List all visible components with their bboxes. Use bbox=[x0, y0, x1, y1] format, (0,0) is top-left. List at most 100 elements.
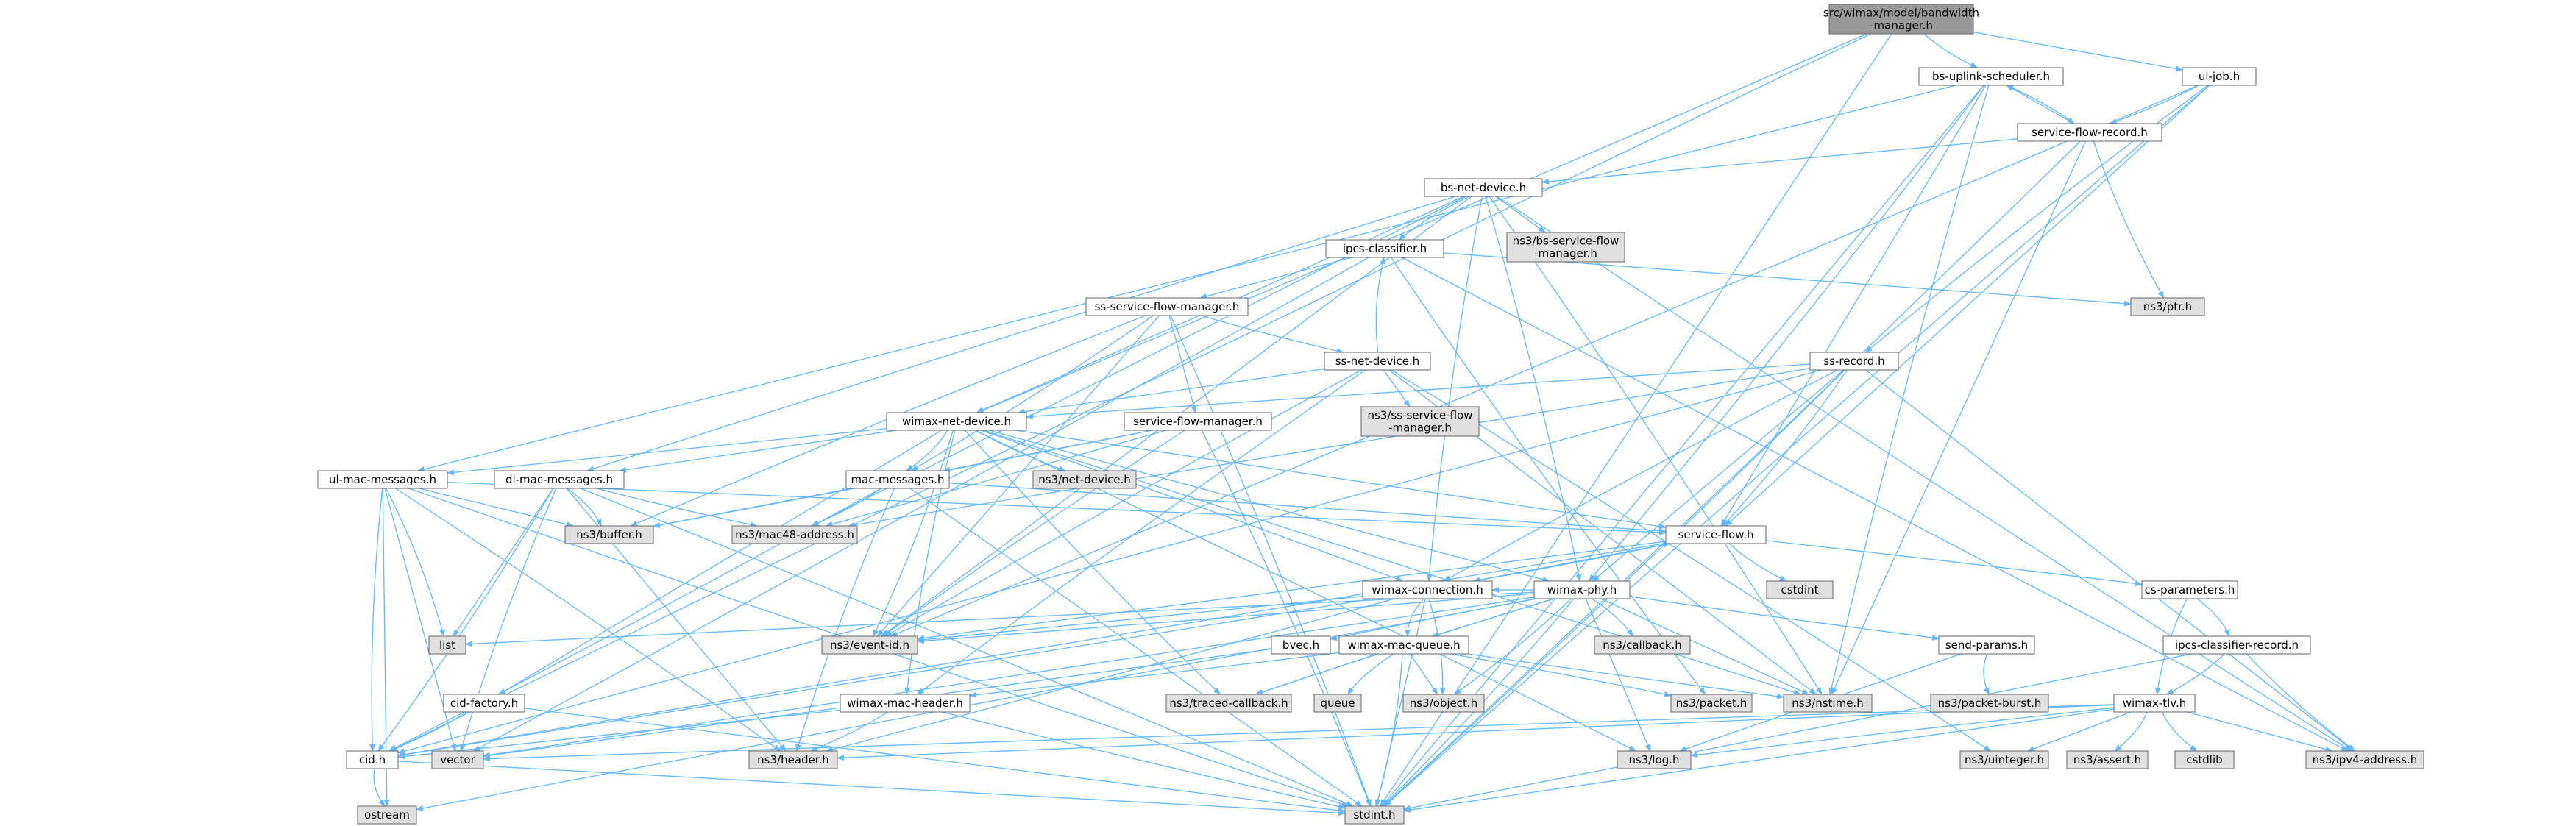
node-queue[interactable]: queue bbox=[1313, 694, 1362, 713]
node-ns3ptr[interactable]: ns3/ptr.h bbox=[2130, 297, 2205, 316]
node-ns3ipv4[interactable]: ns3/ipv4-address.h bbox=[2305, 750, 2424, 769]
node-macmsg[interactable]: mac-messages.h bbox=[845, 470, 950, 489]
node-wnd[interactable]: wimax-net-device.h bbox=[886, 412, 1027, 431]
node-box-ss-record[interactable] bbox=[1809, 352, 1899, 371]
node-box-ns3callback[interactable] bbox=[1594, 635, 1691, 655]
node-ns3assert[interactable]: ns3/assert.h bbox=[2066, 750, 2149, 769]
node-ns3bs[interactable]: ns3/bs-service-flow-manager.h bbox=[1506, 232, 1625, 263]
node-wphy[interactable]: wimax-phy.h bbox=[1533, 580, 1631, 599]
node-box-ns3event[interactable] bbox=[821, 635, 918, 655]
node-box-ostream[interactable] bbox=[357, 805, 417, 825]
node-bs-uplink[interactable]: bs-uplink-scheduler.h bbox=[1918, 67, 2064, 86]
node-box-ns3uint[interactable] bbox=[1959, 750, 2049, 769]
node-sfm[interactable]: service-flow-manager.h bbox=[1124, 412, 1272, 431]
node-ns3header[interactable]: ns3/header.h bbox=[748, 750, 838, 769]
node-box-wnd[interactable] bbox=[886, 412, 1027, 431]
node-ulmac[interactable]: ul-mac-messages.h bbox=[317, 470, 448, 489]
node-box-ns3bs[interactable] bbox=[1506, 232, 1625, 263]
node-ipcsrec[interactable]: ipcs-classifier-record.h bbox=[2162, 635, 2311, 655]
node-box-sfr[interactable] bbox=[2017, 123, 2162, 142]
node-box-ns3header[interactable] bbox=[748, 750, 838, 769]
node-box-ul-job[interactable] bbox=[2182, 67, 2257, 86]
node-box-cstdlib[interactable] bbox=[2174, 750, 2235, 769]
node-bs-net[interactable]: bs-net-device.h bbox=[1424, 178, 1543, 197]
node-box-cidf[interactable] bbox=[443, 694, 525, 713]
node-ss-record[interactable]: ss-record.h bbox=[1809, 352, 1899, 371]
node-box-wconn[interactable] bbox=[1362, 580, 1493, 599]
node-ns3log[interactable]: ns3/log.h bbox=[1617, 750, 1692, 769]
node-box-wmh[interactable] bbox=[840, 694, 971, 713]
node-cstdlib[interactable]: cstdlib bbox=[2174, 750, 2235, 769]
node-box-wmq[interactable] bbox=[1338, 635, 1469, 655]
node-ns3pb[interactable]: ns3/packet-burst.h bbox=[1930, 694, 2049, 713]
node-ns3buffer[interactable]: ns3/buffer.h bbox=[564, 525, 654, 544]
node-box-cstdint[interactable] bbox=[1766, 580, 1834, 599]
node-cidf[interactable]: cid-factory.h bbox=[443, 694, 525, 713]
node-sendp[interactable]: send-params.h bbox=[1938, 635, 2035, 655]
node-dlmac[interactable]: dl-mac-messages.h bbox=[494, 470, 625, 489]
node-box-ns3ss[interactable] bbox=[1360, 406, 1480, 437]
node-ns3event[interactable]: ns3/event-id.h bbox=[821, 635, 918, 655]
node-box-ulmac[interactable] bbox=[317, 470, 448, 489]
node-list[interactable]: list bbox=[428, 635, 466, 655]
node-ns3mac48[interactable]: ns3/mac48-address.h bbox=[731, 525, 858, 544]
node-root[interactable]: src/wimax/model/bandwidth-manager.h bbox=[1823, 4, 1979, 35]
node-ns3uint[interactable]: ns3/uinteger.h bbox=[1959, 750, 2049, 769]
node-ns3nstime[interactable]: ns3/nstime.h bbox=[1783, 694, 1873, 713]
node-box-ns3assert[interactable] bbox=[2066, 750, 2149, 769]
node-box-stdint[interactable] bbox=[1344, 805, 1405, 825]
node-box-ns3packet[interactable] bbox=[1670, 694, 1753, 713]
node-bvec[interactable]: bvec.h bbox=[1271, 635, 1331, 655]
node-box-list[interactable] bbox=[428, 635, 466, 655]
node-box-root[interactable] bbox=[1828, 4, 1974, 35]
node-box-sfm[interactable] bbox=[1124, 412, 1272, 431]
node-box-ns3mac48[interactable] bbox=[731, 525, 858, 544]
node-vector[interactable]: vector bbox=[431, 750, 484, 769]
node-box-macmsg[interactable] bbox=[845, 470, 950, 489]
node-box-ns3traced[interactable] bbox=[1165, 694, 1292, 713]
node-stdint[interactable]: stdint.h bbox=[1344, 805, 1405, 825]
node-box-bs-net[interactable] bbox=[1424, 178, 1543, 197]
node-sf[interactable]: service-flow.h bbox=[1665, 525, 1767, 544]
node-box-wphy[interactable] bbox=[1533, 580, 1631, 599]
node-box-ssfm[interactable] bbox=[1085, 297, 1249, 316]
node-box-queue[interactable] bbox=[1313, 694, 1362, 713]
node-ns3packet[interactable]: ns3/packet.h bbox=[1670, 694, 1753, 713]
node-ns3callback[interactable]: ns3/callback.h bbox=[1594, 635, 1691, 655]
node-box-vector[interactable] bbox=[431, 750, 484, 769]
node-ns3object[interactable]: ns3/object.h bbox=[1402, 694, 1485, 713]
node-wmh[interactable]: wimax-mac-header.h bbox=[840, 694, 971, 713]
node-box-ns3pb[interactable] bbox=[1930, 694, 2049, 713]
node-box-ns3buffer[interactable] bbox=[564, 525, 654, 544]
node-ns3traced[interactable]: ns3/traced-callback.h bbox=[1165, 694, 1292, 713]
node-ipcs[interactable]: ipcs-classifier.h bbox=[1325, 239, 1444, 258]
node-box-ipcs[interactable] bbox=[1325, 239, 1444, 258]
node-csparams[interactable]: cs-parameters.h bbox=[2141, 580, 2238, 599]
node-box-ns3netdev[interactable] bbox=[1032, 470, 1137, 489]
node-box-bs-uplink[interactable] bbox=[1918, 67, 2064, 86]
node-box-ns3ptr[interactable] bbox=[2130, 297, 2205, 316]
node-ns3ss[interactable]: ns3/ss-service-flow-manager.h bbox=[1360, 406, 1480, 437]
node-ns3netdev[interactable]: ns3/net-device.h bbox=[1032, 470, 1137, 489]
node-ostream[interactable]: ostream bbox=[357, 805, 417, 825]
node-box-dlmac[interactable] bbox=[494, 470, 625, 489]
node-box-sf[interactable] bbox=[1665, 525, 1767, 544]
node-ul-job[interactable]: ul-job.h bbox=[2182, 67, 2257, 86]
node-box-ns3object[interactable] bbox=[1402, 694, 1485, 713]
node-wconn[interactable]: wimax-connection.h bbox=[1362, 580, 1493, 599]
node-wtlv[interactable]: wimax-tlv.h bbox=[2113, 694, 2196, 713]
node-cstdint[interactable]: cstdint bbox=[1766, 580, 1834, 599]
node-box-ns3log[interactable] bbox=[1617, 750, 1692, 769]
node-wmq[interactable]: wimax-mac-queue.h bbox=[1338, 635, 1469, 655]
node-box-ns3nstime[interactable] bbox=[1783, 694, 1873, 713]
node-box-ss-net[interactable] bbox=[1324, 352, 1431, 371]
node-box-cid[interactable] bbox=[346, 750, 399, 769]
node-cid[interactable]: cid.h bbox=[346, 750, 399, 769]
node-box-sendp[interactable] bbox=[1938, 635, 2035, 655]
node-box-wtlv[interactable] bbox=[2113, 694, 2196, 713]
node-box-csparams[interactable] bbox=[2141, 580, 2238, 599]
node-ssfm[interactable]: ss-service-flow-manager.h bbox=[1085, 297, 1249, 316]
node-ss-net[interactable]: ss-net-device.h bbox=[1324, 352, 1431, 371]
node-box-bvec[interactable] bbox=[1271, 635, 1331, 655]
node-box-ipcsrec[interactable] bbox=[2162, 635, 2311, 655]
